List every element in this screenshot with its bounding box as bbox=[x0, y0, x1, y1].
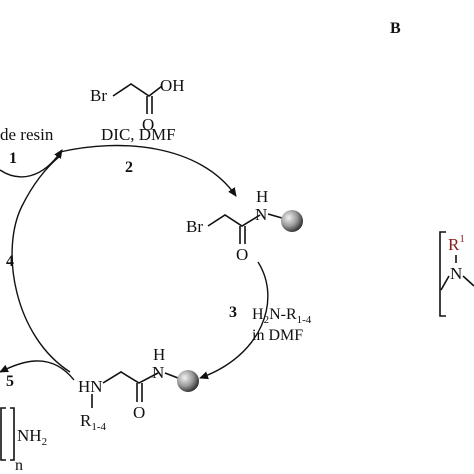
bromine-atom-mid: Br bbox=[186, 217, 203, 236]
step-5-arrow bbox=[0, 360, 75, 381]
step-3-label: 3 bbox=[229, 304, 237, 321]
oxygen-atom-top: O bbox=[142, 115, 154, 134]
step-1-arrow bbox=[0, 149, 63, 178]
step-3-arrow bbox=[199, 261, 269, 380]
oxygen-atom-mid: O bbox=[236, 245, 248, 264]
amide-hydrogen-bottom: H bbox=[153, 345, 165, 364]
step-4-arc bbox=[11, 155, 71, 373]
linker-bond-mid bbox=[267, 213, 283, 219]
panel-b-repeat-unit: R1 N bbox=[439, 231, 474, 317]
resin-label-partial: de resin bbox=[0, 125, 54, 144]
panel-b-label: B bbox=[390, 20, 401, 37]
repeat-count-n: n bbox=[15, 457, 23, 474]
secondary-amine-hn: HN bbox=[78, 377, 103, 396]
resin-bead-mid bbox=[281, 210, 303, 232]
amide-nitrogen-bottom: N bbox=[152, 363, 164, 382]
bond-chain-top bbox=[112, 83, 163, 97]
oligomer-fragment-bottom-left: NH2 n bbox=[0, 407, 47, 474]
hydroxyl-group: OH bbox=[160, 76, 185, 95]
bromine-atom-top: Br bbox=[90, 86, 107, 105]
resin-bead-bottom bbox=[177, 370, 199, 392]
amide-hydrogen-mid: H bbox=[256, 187, 268, 206]
bond-chain-mid bbox=[207, 214, 261, 227]
backbone-bond-right bbox=[462, 275, 474, 287]
amine-reagent-line1: H2N-R1-4 bbox=[252, 306, 312, 326]
bracket-left-bottom bbox=[0, 407, 6, 461]
peptoid-monomer-resin-structure: HN O H N R1-4 bbox=[78, 345, 199, 433]
bond-chain-bottom bbox=[102, 371, 159, 384]
backbone-nitrogen: N bbox=[450, 264, 462, 283]
coupling-reagents-label: DIC, DMF bbox=[101, 125, 176, 144]
bracket-right-bottom bbox=[10, 407, 15, 461]
amide-nitrogen-mid: N bbox=[255, 205, 267, 224]
step-2-label: 2 bbox=[125, 159, 133, 176]
backbone-bond-left bbox=[440, 275, 450, 291]
step-5-label: 5 bbox=[6, 373, 14, 390]
terminal-amine-label: NH2 bbox=[17, 426, 47, 448]
bracket-left-panel-b bbox=[439, 231, 446, 317]
step-4-label: 4 bbox=[6, 253, 14, 270]
r1-substituent-label: R1 bbox=[448, 233, 465, 254]
bromoacetamide-resin-structure: Br O H N bbox=[186, 187, 303, 264]
step-1-label: 1 bbox=[9, 150, 17, 167]
r-group-label: R1-4 bbox=[80, 411, 107, 433]
linker-bond-bottom bbox=[164, 372, 179, 379]
oxygen-atom-bottom: O bbox=[133, 403, 145, 422]
step-2-arrow bbox=[59, 144, 237, 197]
amine-reagent-line2: in DMF bbox=[252, 327, 303, 344]
bromoacetic-acid-structure: Br O OH bbox=[90, 76, 185, 134]
